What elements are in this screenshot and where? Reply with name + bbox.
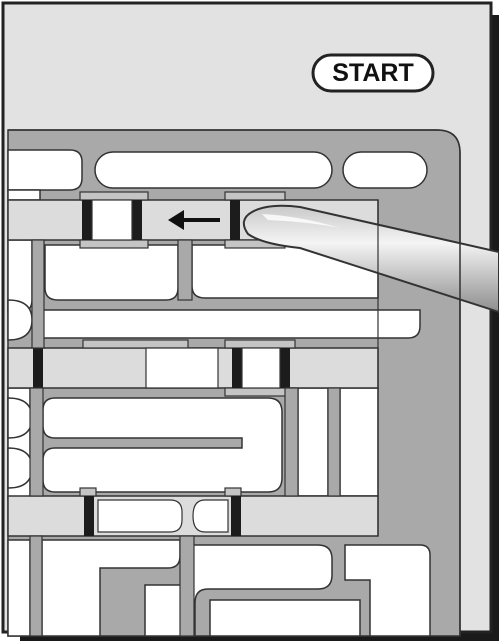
slider-opening (146, 348, 218, 388)
slider-opening (98, 500, 182, 532)
path-segment (8, 190, 40, 200)
path-segment (298, 388, 328, 496)
slider-opening (193, 500, 228, 532)
path-segment (8, 540, 30, 636)
slider-tab (80, 488, 96, 496)
gate-block[interactable] (280, 348, 290, 388)
slider-tab (80, 192, 148, 200)
connector (178, 240, 192, 300)
start-button[interactable]: START (313, 55, 433, 91)
gate-block[interactable] (132, 200, 142, 240)
gate-block[interactable] (33, 348, 43, 388)
start-label: START (332, 59, 413, 87)
path-segment (8, 150, 82, 190)
path-segment (340, 388, 378, 496)
slider-tab (83, 340, 188, 348)
gate-block[interactable] (82, 200, 92, 240)
path-segment (95, 152, 332, 188)
slider-tab (225, 488, 241, 496)
gate-block[interactable] (230, 200, 240, 240)
connector (30, 536, 42, 636)
connector (30, 388, 43, 496)
path-segment (343, 152, 427, 188)
slider-tab (225, 340, 295, 348)
slider-tab (80, 240, 148, 248)
slider-opening (242, 348, 280, 388)
slider-opening (92, 200, 132, 240)
gate-block[interactable] (231, 496, 241, 536)
path-segment (33, 310, 420, 338)
connector (180, 536, 194, 636)
slider-tab (225, 192, 285, 200)
path-segment (45, 245, 178, 300)
gate-block[interactable] (232, 348, 242, 388)
connector (32, 240, 44, 348)
path-segment (210, 600, 360, 636)
connector (328, 388, 340, 496)
connector (285, 388, 298, 496)
gate-block[interactable] (84, 496, 94, 536)
